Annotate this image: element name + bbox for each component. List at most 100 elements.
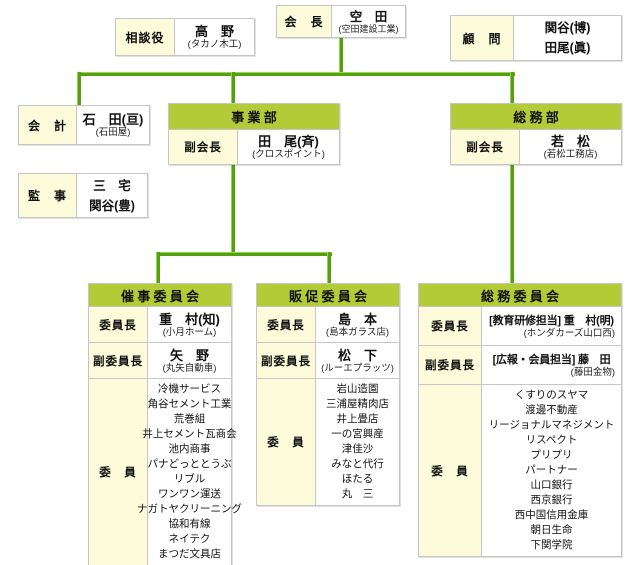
connector-accounting-drop	[77, 72, 81, 106]
list-item: 下関学院	[530, 539, 573, 551]
counselor-label: 顧 問	[451, 16, 514, 60]
chair-company: (島本ガラス店)	[325, 326, 390, 338]
list-item: ワンワン運送	[158, 488, 221, 500]
sales-committee-vice: 松 下 (ルーエプラッツ)	[316, 343, 399, 378]
business-dept-title: 事業部	[169, 104, 339, 129]
accounting-value: 石 田(亘) (石田屋)	[77, 106, 149, 144]
counselor-box: 顧 問 関谷(博)田尾(眞)	[450, 15, 622, 61]
business-dept-company: (クロスポイント)	[252, 149, 325, 160]
chair-company: (ホンダカーズ山口西)	[523, 327, 615, 339]
list-item: 関谷(豊)	[89, 198, 135, 213]
auditor-box: 監 事 三 宅関谷(豊)	[18, 173, 148, 218]
sales-committee-title: 販促委員会	[257, 284, 399, 306]
chairman-name: 空 田	[349, 9, 388, 24]
business-dept-name: 田 尾(斉)	[258, 134, 319, 149]
business-dept-value: 田 尾(斉) (クロスポイント)	[238, 130, 339, 164]
connector-event-committee-drop	[156, 252, 160, 283]
sales-committee-chair-label: 委員長	[257, 307, 316, 342]
general-committee-members-label: 委 員	[419, 385, 482, 556]
vice-company: (丸矢自動車)	[162, 362, 217, 374]
list-item: ほたる	[341, 473, 374, 485]
sales-committee-members-label: 委 員	[257, 379, 316, 505]
chair-name: 重 村(知)	[159, 311, 220, 327]
event-committee-chair-label: 委員長	[89, 307, 148, 342]
event-committee-chair-row: 委員長 重 村(知) (小月ホーム)	[89, 306, 231, 342]
advisor-label: 相談役	[116, 19, 175, 55]
list-item: パナどっととうぶ	[147, 458, 232, 470]
general-dept-value: 若 松 (若松工務店)	[520, 130, 621, 164]
accounting-box: 会 計 石 田(亘) (石田屋)	[18, 105, 150, 145]
business-dept-row: 副会長 田 尾(斉) (クロスポイント)	[169, 129, 339, 164]
event-committee-box: 催事委員会 委員長 重 村(知) (小月ホーム) 副委員長 矢 野 (丸矢自動車…	[88, 283, 242, 565]
list-item: くすりのスヤマ	[514, 389, 589, 401]
list-item: 渡邊不動産	[525, 404, 578, 416]
sales-committee-members-row: 委 員 岩山造園三浦屋精肉店井上畳店一の宮興産津佳沙みなと代行ほたる丸 三	[257, 378, 399, 505]
list-item: リージョナルマネジメント	[488, 419, 615, 431]
chairman-label: 会 長	[277, 6, 332, 37]
general-committee-vice-label: 副委員長	[419, 346, 482, 384]
general-committee-chair: [教育研修担当] 重 村(明) (ホンダカーズ山口西)	[482, 307, 621, 345]
chair-name: [教育研修担当] 重 村(明)	[489, 314, 614, 327]
list-item: 関谷(博)	[544, 21, 591, 35]
sales-committee-box: 販促委員会 委員長 島 本 (島本ガラス店) 副委員長 松 下 (ルーエプラッツ…	[256, 283, 400, 506]
general-dept-title: 総務部	[451, 104, 621, 129]
event-committee-vice: 矢 野 (丸矢自動車)	[148, 343, 231, 378]
event-committee-chair: 重 村(知) (小月ホーム)	[148, 307, 231, 342]
list-item: 協和有線	[168, 518, 211, 530]
list-item: 西中国信用金庫	[514, 509, 589, 521]
list-item: 津佳沙	[341, 443, 374, 455]
chairman-box: 会 長 空 田 (空田建設工業)	[276, 5, 406, 38]
list-item: リスペクト	[525, 434, 578, 446]
business-dept-role: 副会長	[169, 130, 238, 164]
sales-committee-members: 岩山造園三浦屋精肉店井上畳店一の宮興産津佳沙みなと代行ほたる丸 三	[316, 379, 399, 505]
sales-committee-chair: 島 本 (島本ガラス店)	[316, 307, 399, 342]
sales-committee-chair-row: 委員長 島 本 (島本ガラス店)	[257, 306, 399, 342]
list-item: ネイテク	[168, 533, 211, 545]
auditor-names: 三 宅関谷(豊)	[77, 174, 147, 217]
business-dept-box: 事業部 副会長 田 尾(斉) (クロスポイント)	[168, 103, 340, 165]
list-item: 池内商事	[168, 443, 211, 455]
connector-general-committee-drop	[510, 163, 514, 283]
general-committee-chair-row: 委員長 [教育研修担当] 重 村(明) (ホンダカーズ山口西)	[419, 306, 621, 345]
general-dept-box: 総務部 副会長 若 松 (若松工務店)	[450, 103, 622, 165]
connector-sales-committee-drop	[327, 252, 331, 283]
chairman-company: (空田建設工業)	[338, 23, 399, 34]
advisor-value: 高 野 (タカノ木工)	[175, 19, 254, 55]
connector-business-drop	[231, 72, 235, 104]
general-committee-vice-row: 副委員長 [広報・会員担当] 藤 田 (藤田金物)	[419, 345, 621, 384]
event-committee-title: 催事委員会	[89, 284, 231, 306]
general-dept-name: 若 松	[550, 134, 590, 149]
list-item: 朝日生命	[530, 524, 573, 536]
chair-company: (小月ホーム)	[162, 326, 217, 338]
auditor-label: 監 事	[19, 174, 77, 217]
list-item: 三 宅	[93, 178, 131, 193]
list-item: 角谷セメント工業	[147, 398, 232, 410]
list-item: 三浦屋精肉店	[326, 398, 389, 410]
list-item: 荒巻組	[173, 413, 206, 425]
list-item: リブル	[173, 473, 206, 485]
vice-name: [広報・会員担当] 藤 田	[492, 353, 611, 366]
event-committee-vice-label: 副委員長	[89, 343, 148, 378]
list-item: ナガトヤクリーニング	[137, 503, 242, 515]
list-item: プリプリ	[530, 449, 573, 461]
list-item: まつだ文具店	[158, 548, 221, 560]
accounting-company: (石田屋)	[95, 127, 131, 138]
general-committee-title: 総務委員会	[419, 284, 621, 306]
vice-name: 松 下	[337, 347, 377, 363]
general-dept-role: 副会長	[451, 130, 520, 164]
list-item: 井上畳店	[336, 413, 379, 425]
event-committee-members-label: 委 員	[89, 379, 148, 565]
vice-company: (ルーエプラッツ)	[321, 362, 394, 374]
general-dept-company: (若松工務店)	[543, 149, 598, 160]
general-committee-vice: [広報・会員担当] 藤 田 (藤田金物)	[482, 346, 621, 384]
vice-name: 矢 野	[169, 347, 209, 363]
list-item: 岩山造園	[336, 383, 379, 395]
event-committee-vice-row: 副委員長 矢 野 (丸矢自動車)	[89, 342, 231, 378]
list-item: 井上セメント瓦商会	[142, 428, 237, 440]
general-committee-members: くすりのスヤマ渡邊不動産リージョナルマネジメントリスペクトプリプリパートナー山口…	[482, 385, 621, 556]
advisor-company: (タカノ木工)	[187, 39, 242, 50]
chair-name: 島 本	[337, 311, 377, 327]
event-committee-members: 冷機サービス角谷セメント工業荒巻組井上セメント瓦商会池内商事パナどっととうぶリブ…	[137, 379, 242, 565]
accounting-label: 会 計	[19, 106, 77, 144]
